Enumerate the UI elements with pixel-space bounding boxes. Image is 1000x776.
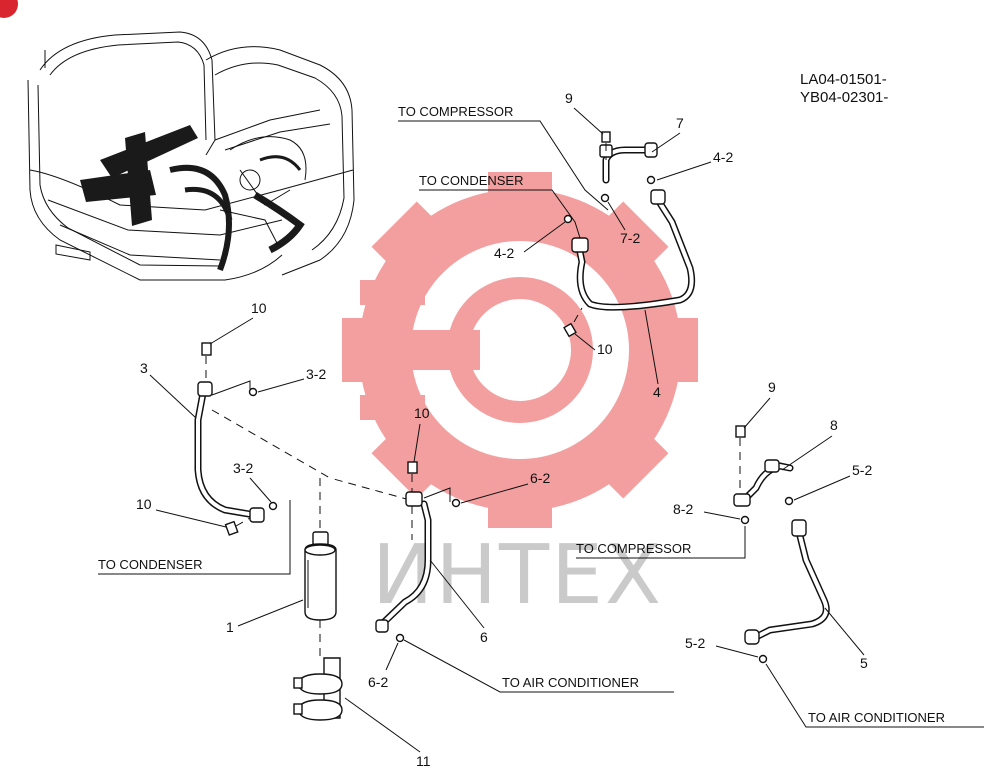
callout-5: 5 [860,655,868,671]
watermark: ИНТЕХ [342,172,698,623]
callout-3-2-lower: 3-2 [233,460,253,476]
callout-8: 8 [830,417,838,433]
leader-5 [824,607,865,656]
leader-5-2-lower [715,645,759,658]
bracket-6-2-top [423,487,451,502]
leader-condenser-left [98,500,291,575]
callout-9-right: 9 [768,379,776,395]
leader-4-2-left [523,221,566,253]
leader-6-2-lower [385,642,399,671]
dashed-hose6-to-receiver [329,477,411,501]
leader-8-2 [703,511,741,520]
callout-10-hose4: 10 [597,341,613,357]
o-ring-6-2-lower [395,633,405,643]
leader-7-2 [607,201,626,231]
label-to-compressor-right: TO COMPRESSOR [576,541,691,556]
leader-1 [237,599,304,627]
hose-part-8 [733,459,794,507]
leader-5-2-top [793,475,851,501]
callout-6-2-lower: 6-2 [368,674,388,690]
callout-10-hose3-lower: 10 [136,496,152,512]
bolt-part-9-right [735,425,746,490]
leader-10-hose3-lower [155,509,227,528]
leader-air-conditioner-right [765,663,984,728]
callout-7-2: 7-2 [620,230,640,246]
o-ring-5-2-lower [758,654,768,664]
bolt-part-10-hose3-lower [224,517,251,536]
leader-3 [149,374,197,419]
hose-part-5 [744,519,830,645]
label-to-condenser-left: TO CONDENSER [98,557,203,572]
label-to-air-conditioner-right: TO AIR CONDITIONER [808,710,945,725]
leader-air-conditioner-mid [403,639,674,693]
hose-part-6 [375,491,432,633]
callout-9-top: 9 [565,90,573,106]
leader-10-hose3-top [209,317,254,345]
leader-10-hose6 [413,423,421,463]
leader-4 [644,309,659,385]
callout-5-2-top: 5-2 [852,462,872,478]
bracket-part-11 [293,657,343,721]
leader-6-2-top [460,483,529,504]
bolt-part-10-hose6 [407,461,418,492]
o-ring-4-2-top [646,175,656,185]
callout-1: 1 [226,619,234,635]
leader-compressor-top [398,120,609,211]
o-ring-4-2-left [563,214,573,224]
bolt-part-10-hose4 [563,307,583,338]
leader-4-2-top [656,161,712,181]
o-ring-7-2 [600,193,610,203]
leader-3-2-top [257,378,305,393]
leader-8 [781,435,833,471]
callout-4: 4 [653,384,661,400]
leader-6 [429,559,485,629]
o-ring-5-2-top [784,496,794,506]
leader-10-hose4 [574,333,596,351]
o-ring-8-2 [740,515,750,525]
dashed-hose3-to-receiver [211,409,331,479]
callout-10-hose3-top: 10 [251,300,267,316]
bolt-part-9-top [601,131,611,160]
callout-4-2-top: 4-2 [713,149,733,165]
callout-10-hose6: 10 [414,405,430,421]
corner-badge-icon [0,0,18,18]
o-ring-3-2-lower [268,501,278,511]
watermark-text: ИНТЕХ [372,528,663,623]
callout-4-2-left: 4-2 [494,245,514,261]
o-ring-3-2-top [248,387,258,397]
receiver-drier-part-1 [304,531,337,621]
leader-7 [651,132,681,153]
callout-5-2-lower: 5-2 [685,635,705,651]
bolt-part-10-hose3-top [201,342,212,380]
label-to-air-conditioner-mid: TO AIR CONDITIONER [502,675,639,690]
hose-part-7 [599,142,658,184]
callout-6-2-top: 6-2 [530,470,550,486]
model-code-1: LA04-01501- [800,71,887,88]
callout-11: 11 [416,753,431,769]
leader-9-right [743,397,771,429]
leader-condenser-top [419,189,581,239]
bracket-3-2-top [211,380,251,396]
callout-3: 3 [140,360,148,376]
callout-6: 6 [480,629,488,645]
model-code-2: YB04-02301- [800,89,888,106]
leader-3-2-lower [249,477,272,503]
hose-part-3 [194,381,265,523]
label-to-condenser-top: TO CONDENSER [419,173,524,188]
callout-7: 7 [676,115,684,131]
leader-9-top [573,107,604,135]
hose-part-4 [571,189,696,311]
leader-compressor-right [576,526,746,559]
label-to-compressor-top: TO COMPRESSOR [398,104,513,119]
o-ring-6-2-top [451,498,461,508]
callout-3-2-top: 3-2 [306,366,326,382]
excavator-cab-illustration [27,31,355,281]
callout-8-2: 8-2 [673,501,693,517]
watermark-gear-icon [342,172,698,528]
leader-11 [344,697,421,753]
